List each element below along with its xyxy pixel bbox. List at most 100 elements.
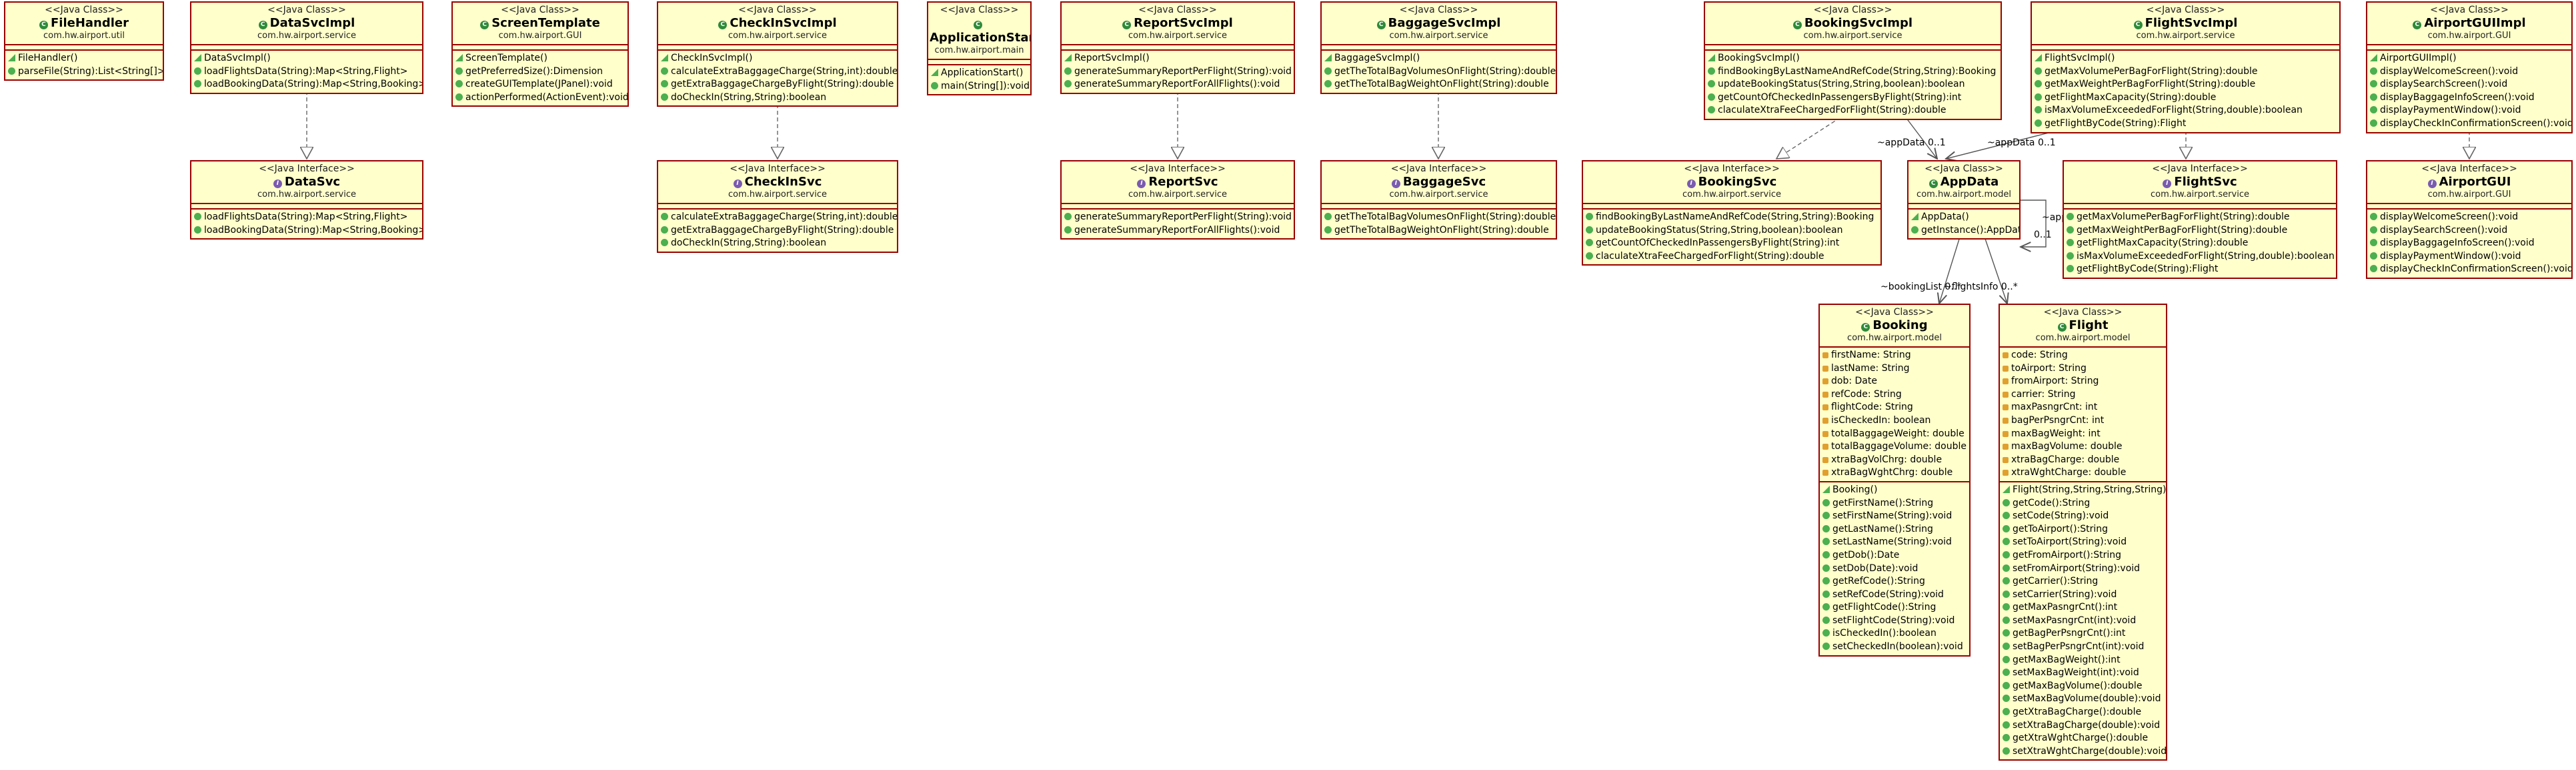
stereotype-label: <<Java Interface>> (1390, 163, 1487, 174)
methods-compartment: BookingSvcImpl()findBookingByLastNameAnd… (1705, 49, 2001, 119)
assoc-appdata-booking (1939, 234, 1961, 304)
public-method-icon (661, 93, 668, 101)
method-row: setFromAirport(String):void (2003, 562, 2163, 576)
method-row: createGUITemplate(JPanel):void (455, 78, 625, 91)
constructor-icon (1822, 485, 1830, 493)
method-text: displayCheckInConfirmationScreen():void (2380, 264, 2573, 275)
method-row: actionPerformed(ActionEvent):void (455, 91, 627, 105)
method-text: updateBookingStatus(String,String,boolea… (1718, 79, 1965, 90)
interface-icon: I (733, 179, 742, 188)
field-row: refCode: String (1822, 388, 1967, 402)
class-name-text: FlightSvcImpl (2145, 16, 2238, 30)
public-method-icon (1064, 80, 1072, 88)
method-text: updateBookingStatus(String,String,boolea… (1596, 224, 1843, 236)
class-name-text: ReportSvcImpl (1134, 16, 1233, 30)
field-row: maxBagWeight: int (2003, 428, 2163, 441)
class-name-text: AirportGUI (2439, 175, 2511, 189)
methods-compartment: Flight(String,String,String,String)getCo… (2000, 480, 2166, 759)
public-method-icon (2067, 239, 2074, 247)
method-row: main(String[]):void (931, 80, 1030, 93)
method-row: getMaxWeightPerBagForFlight(String):doub… (2035, 78, 2337, 91)
interface-icon: I (1137, 179, 1146, 188)
field-row: maxBagVolume: double (2003, 440, 2163, 454)
method-text: setFirstName(String):void (1832, 510, 1953, 522)
field-row: xtraBagVolChrg: double (1822, 454, 1967, 467)
public-method-icon (455, 80, 463, 88)
method-row: getFlightCode():String (1822, 601, 1967, 615)
method-text: getMaxVolumePerBagForFlight(String):doub… (2045, 65, 2258, 77)
method-text: BaggageSvcImpl() (1334, 53, 1420, 63)
method-text: getCountOfCheckedInPassengersByFlight(St… (1596, 238, 1840, 249)
public-method-icon (2370, 67, 2377, 75)
method-row: generateSummaryReportForAllFlights():voi… (1064, 224, 1291, 238)
method-row: Flight(String,String,String,String) (2003, 484, 2166, 497)
class-name-text: CheckInSvcImpl (730, 16, 837, 30)
method-text: setFlightCode(String):void (1832, 615, 1955, 626)
method-text: isMaxVolumeExceededForFlight(String,doub… (2077, 250, 2335, 262)
method-text: setCode(String):void (2013, 510, 2109, 522)
method-row: ApplicationStart() (931, 67, 1028, 80)
field-visibility-icon (2003, 470, 2009, 476)
public-method-icon (2035, 93, 2042, 101)
public-method-icon (1586, 213, 1593, 220)
method-text: displayBaggageInfoScreen():void (2380, 91, 2535, 103)
method-text: getMaxBagVolume():double (2013, 680, 2143, 691)
stereotype-label: <<Java Class>> (2146, 5, 2225, 15)
method-text: setMaxPasngrCnt(int):void (2013, 615, 2137, 626)
method-text: ScreenTemplate() (465, 53, 547, 63)
method-text: doCheckIn(String,String):boolean (671, 238, 827, 249)
method-row: FileHandler() (8, 52, 160, 65)
method-text: setMaxBagVolume(double):void (2013, 693, 2161, 705)
method-text: ApplicationStart() (941, 67, 1024, 78)
class-name-text: BookingSvc (1698, 175, 1777, 189)
stereotype-label: <<Java Class>> (267, 5, 346, 15)
methods-compartment: AirportGUIImpl()displayWelcomeScreen():v… (2367, 49, 2571, 132)
package-label: com.hw.airport.model (1847, 333, 1942, 343)
method-row: setDob(Date):void (1822, 562, 1967, 576)
class-name-text: BaggageSvcImpl (1388, 16, 1501, 30)
field-text: maxPasngrCnt: int (2011, 402, 2098, 413)
field-visibility-icon (1822, 444, 1828, 450)
field-row: isCheckedIn: boolean (1822, 414, 1967, 428)
method-row: getFlightByCode(String):Flight (2067, 263, 2333, 276)
methods-compartment: getMaxVolumePerBagForFlight(String):doub… (2064, 208, 2336, 278)
method-row: displayWelcomeScreen():void (2370, 211, 2569, 224)
constructor-icon (1708, 54, 1715, 61)
methods-compartment: getTheTotalBagVolumesOnFlight(String):do… (1322, 208, 1556, 238)
stereotype-label: <<Java Interface>> (1130, 163, 1226, 174)
public-method-icon (2003, 708, 2010, 716)
public-method-icon (2067, 226, 2074, 234)
method-row: getCountOfCheckedInPassengersByFlight(St… (1586, 237, 1878, 250)
public-method-icon (194, 67, 201, 75)
method-row: getTheTotalBagWeightOnFlight(String):dou… (1324, 78, 1553, 91)
field-row: lastName: String (1822, 362, 1967, 376)
public-method-icon (1324, 67, 1332, 75)
method-text: getFlightMaxCapacity(String):double (2077, 238, 2249, 249)
method-row: getMaxBagVolume():double (2003, 680, 2163, 693)
method-text: getFlightByCode(String):Flight (2077, 264, 2219, 275)
method-row: setMaxPasngrCnt(int):void (2003, 615, 2163, 628)
field-text: flightCode: String (1831, 402, 1913, 413)
